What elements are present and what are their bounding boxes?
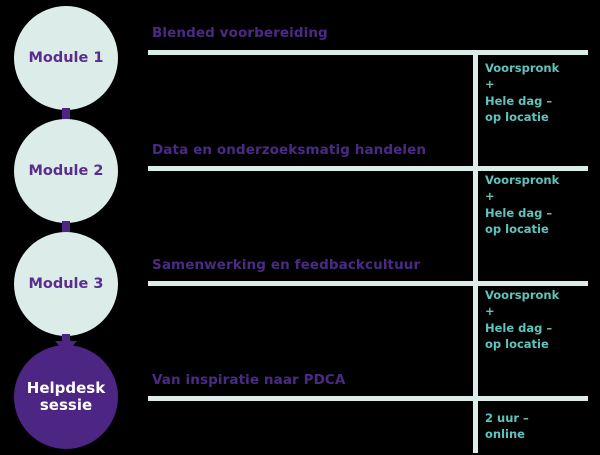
row-4-column-divider: [473, 401, 478, 453]
row-3-divider: [148, 281, 588, 286]
helpdesk-node[interactable]: Helpdesk sessie: [14, 345, 118, 449]
row-4-divider: [148, 396, 588, 401]
module-node-2-label: Module 2: [28, 162, 104, 179]
connector-2-3: [62, 221, 70, 235]
module-rail: Module 1 Module 2 Module 3 Helpdesk sess…: [0, 0, 140, 455]
helpdesk-node-label-line2: sessie: [39, 396, 93, 414]
program-grid: Blended voorbereiding Voorspronk + Hele …: [140, 0, 600, 455]
module-node-1[interactable]: Module 1: [14, 6, 118, 110]
module-node-3-label: Module 3: [28, 275, 104, 292]
row-1-divider: [148, 50, 588, 55]
row-2-format: Voorspronk + Hele dag – op locatie: [485, 173, 560, 236]
helpdesk-node-label-line1: Helpdesk: [26, 379, 106, 398]
row-3-title: Samenwerking en feedbackcultuur: [152, 257, 421, 273]
module-node-2[interactable]: Module 2: [14, 119, 118, 223]
row-1-column-divider: [473, 55, 478, 169]
row-3-column-divider: [473, 286, 478, 399]
row-2-title: Data en onderzoeksmatig handelen: [152, 142, 427, 158]
row-4-title: Van inspiratie naar PDCA: [152, 372, 346, 388]
row-1-title: Blended voorbereiding: [152, 25, 328, 41]
connector-3-helpdesk: [62, 334, 70, 344]
row-3-format: Voorspronk + Hele dag – op locatie: [485, 288, 560, 351]
row-1-format: Voorspronk + Hele dag – op locatie: [485, 61, 560, 124]
row-2-divider: [148, 166, 588, 171]
row-2-column-divider: [473, 171, 478, 284]
module-node-3[interactable]: Module 3: [14, 232, 118, 336]
module-node-1-label: Module 1: [28, 49, 104, 66]
connector-1-2: [62, 108, 70, 122]
row-4-format: 2 uur – online: [485, 411, 529, 442]
